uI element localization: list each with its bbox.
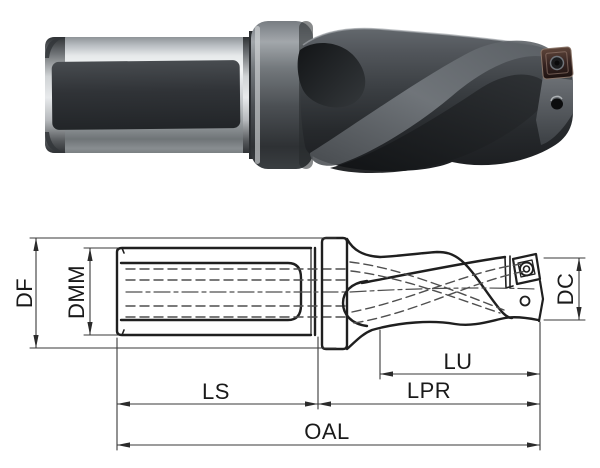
- insert-screw: [519, 261, 534, 277]
- insert-screw-socket: [522, 265, 531, 273]
- label-dc: DC: [553, 273, 578, 306]
- photo-flute-land: [310, 40, 557, 166]
- photo-coolant-hole: [551, 98, 563, 110]
- hidden-lines-shank: [125, 268, 348, 318]
- body-top-and-flute-edge: [345, 237, 514, 320]
- drill-photo: [45, 21, 574, 174]
- photo-flute-mouth: [297, 43, 366, 108]
- photo-shank-ring: [243, 37, 252, 153]
- photo-collar-highlight: [255, 26, 260, 164]
- label-ls: LS: [202, 379, 230, 404]
- insert-outline: [511, 252, 542, 286]
- shank-chamfer-marks: [121, 247, 125, 336]
- label-dmm: DMM: [64, 265, 89, 319]
- label-lpr: LPR: [407, 378, 451, 403]
- photo-tip-face: [536, 76, 573, 145]
- photo-insert: [540, 46, 574, 80]
- photo-coolant-hole-rim: [550, 95, 563, 102]
- photo-flute-groove: [330, 74, 548, 174]
- photo-collar: [251, 21, 313, 169]
- center-line-body: [349, 287, 537, 293]
- label-lu: LU: [443, 349, 472, 374]
- photo-shank-chamfer-bottom: [45, 132, 66, 153]
- technical-drawing: DF DMM DC LU LS LPR OAL: [12, 236, 586, 451]
- label-df: DF: [12, 278, 37, 308]
- shank-outline: [115, 246, 313, 337]
- tip-edge: [537, 279, 545, 323]
- dimension-arrowheads: [33, 238, 582, 448]
- photo-shank-flat: [51, 60, 241, 130]
- flange-outline: [320, 236, 349, 351]
- body-flute-edge-upper: [360, 255, 507, 285]
- insert-pocket-lines: [504, 255, 514, 289]
- coolant-hole: [519, 295, 531, 307]
- photo-shank-chamfer-top: [45, 37, 66, 58]
- photo-body-top-sheen: [302, 27, 533, 46]
- hidden-lines-body: [349, 261, 527, 324]
- label-oal: OAL: [304, 419, 350, 444]
- dimension-labels: DF DMM DC LU LS LPR OAL: [12, 265, 578, 444]
- body-bottom-outline: [345, 315, 540, 351]
